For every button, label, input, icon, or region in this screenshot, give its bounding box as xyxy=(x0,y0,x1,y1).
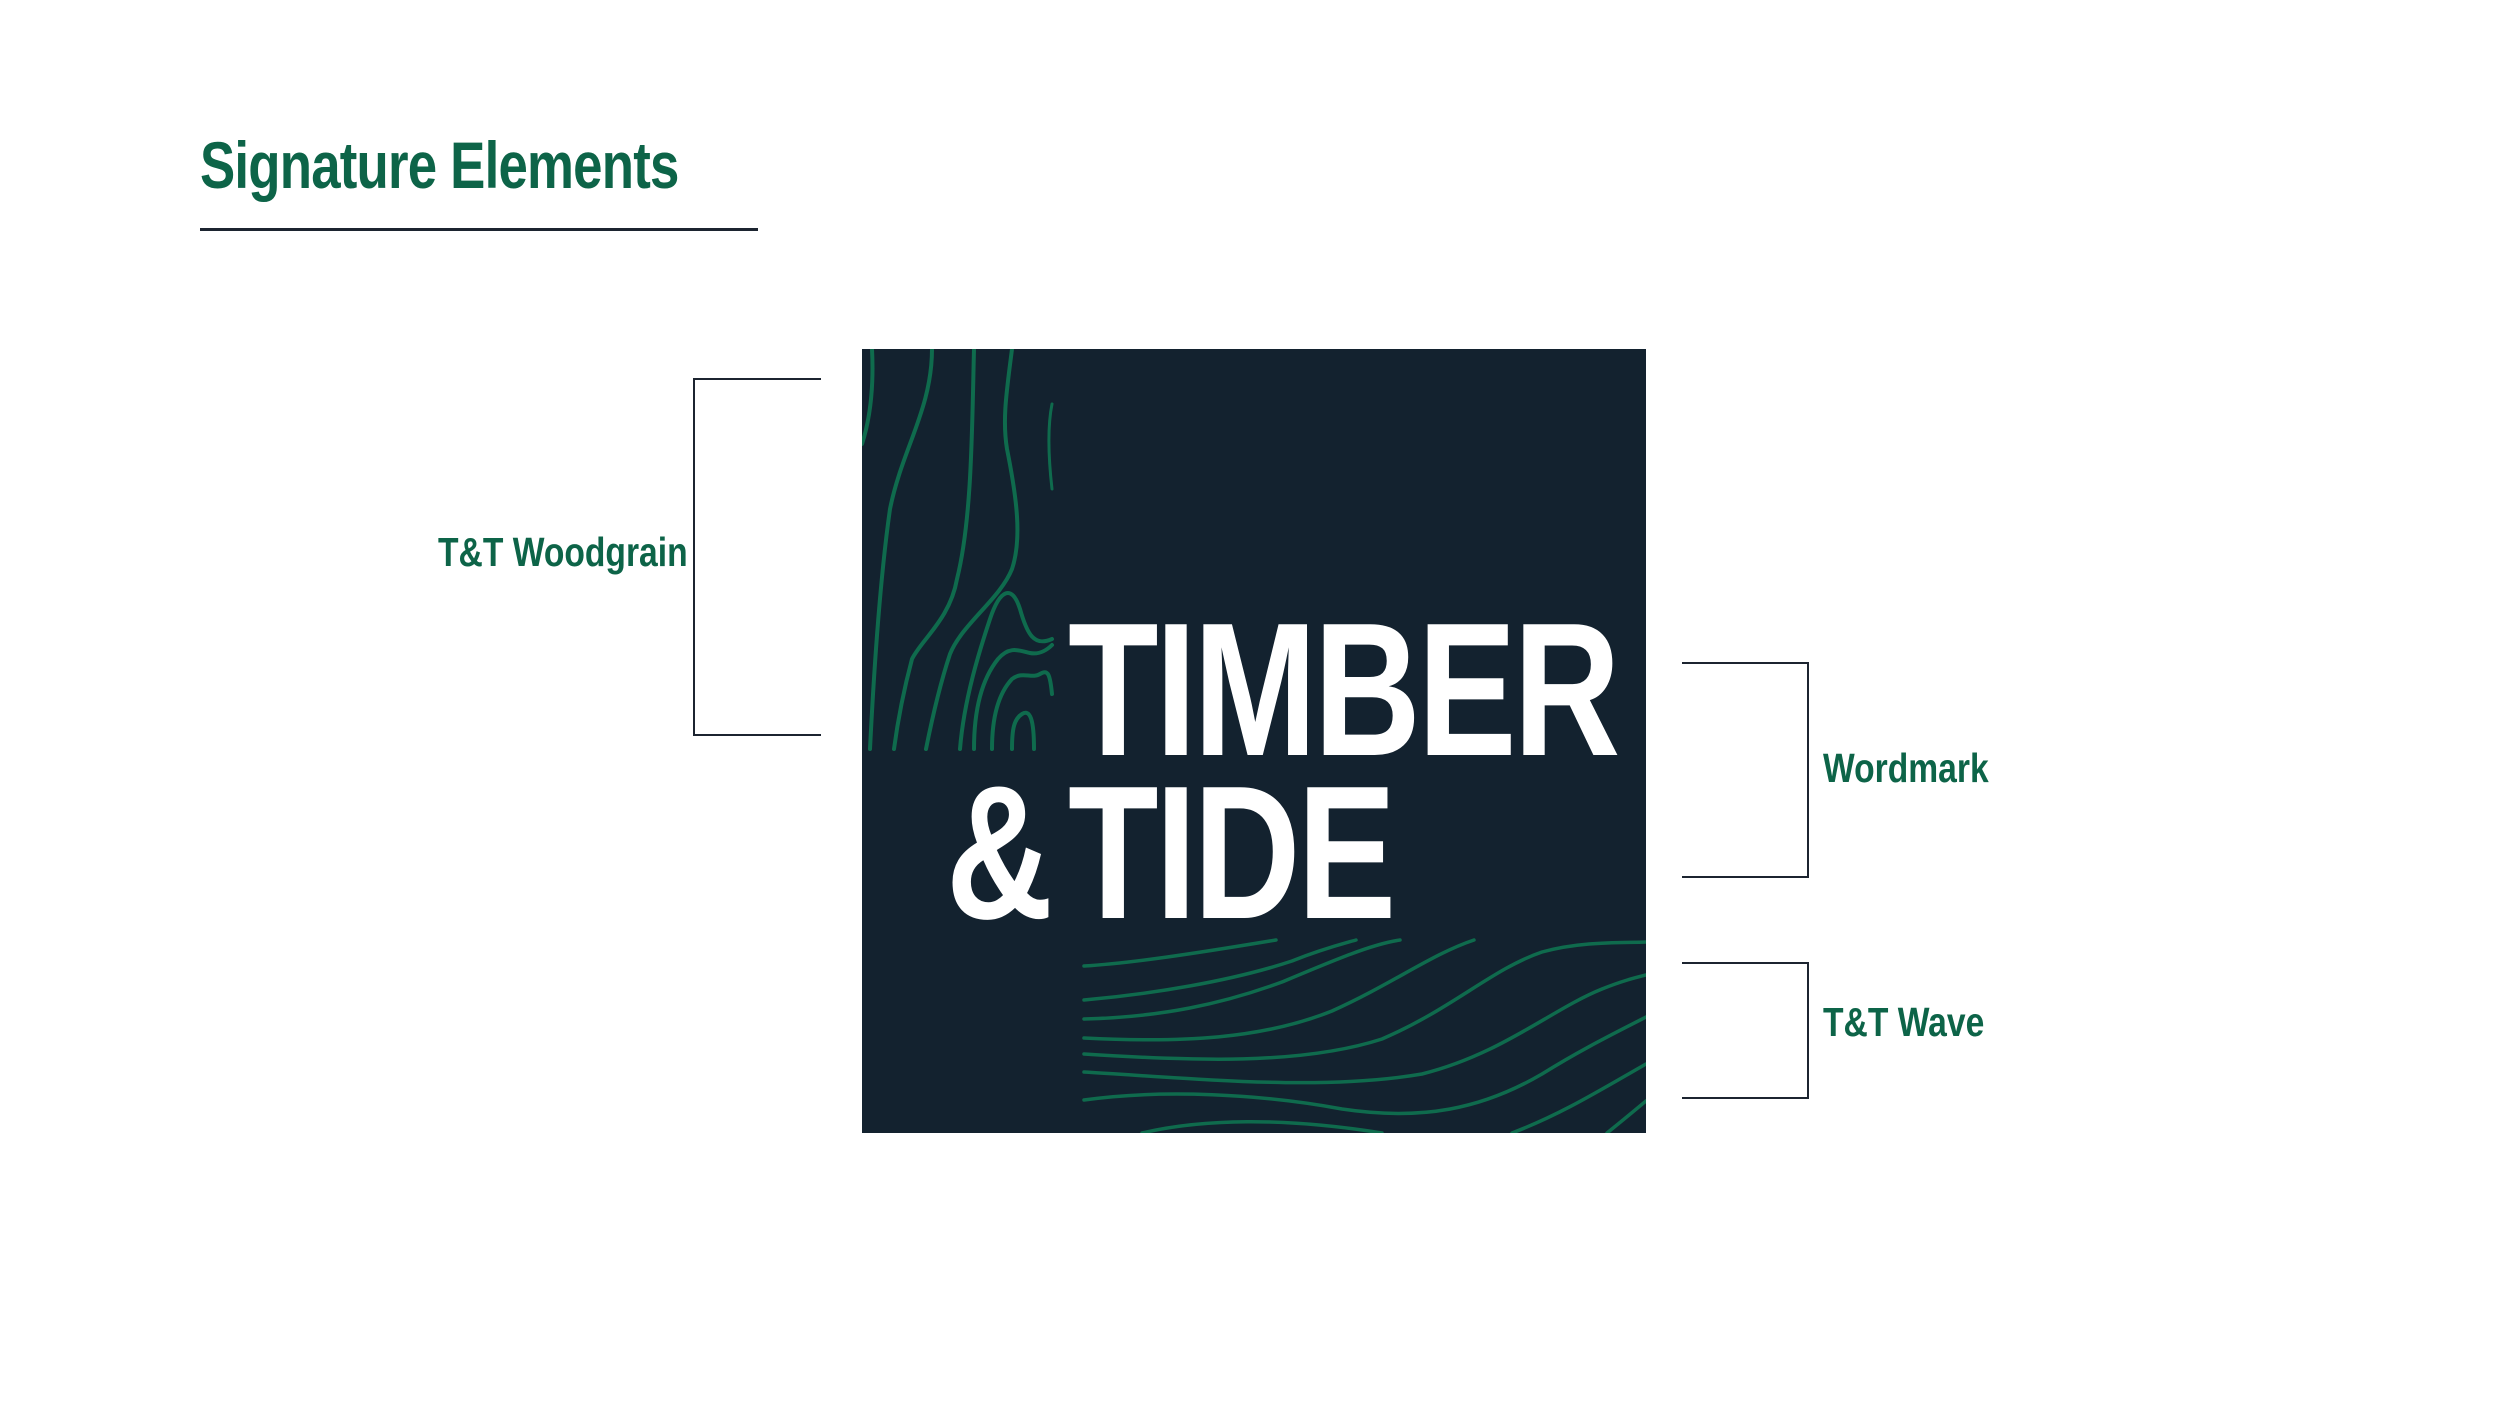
timber-tide-logo: TIMBER & TIDE xyxy=(862,349,1646,1133)
wave-label: T&T Wave xyxy=(1823,999,1985,1045)
page-title: Signature Elements xyxy=(200,128,679,202)
woodgrain-label: T&T Woodgrain xyxy=(438,529,688,575)
woodgrain-bracket xyxy=(693,378,821,736)
wordmark-timber: TIMBER xyxy=(1068,584,1620,796)
woodgrain-icon xyxy=(862,349,1054,751)
wordmark-label: Wordmark xyxy=(1823,745,1989,791)
wordmark-bracket xyxy=(1682,662,1809,878)
wordmark-tide: TIDE xyxy=(1068,747,1396,959)
wave-bracket xyxy=(1682,962,1809,1099)
wordmark-ampersand: & xyxy=(946,747,1054,959)
woodgrain-and-wave-icon xyxy=(862,349,1646,1133)
wave-icon xyxy=(1082,938,1646,1133)
title-underline xyxy=(200,228,758,231)
